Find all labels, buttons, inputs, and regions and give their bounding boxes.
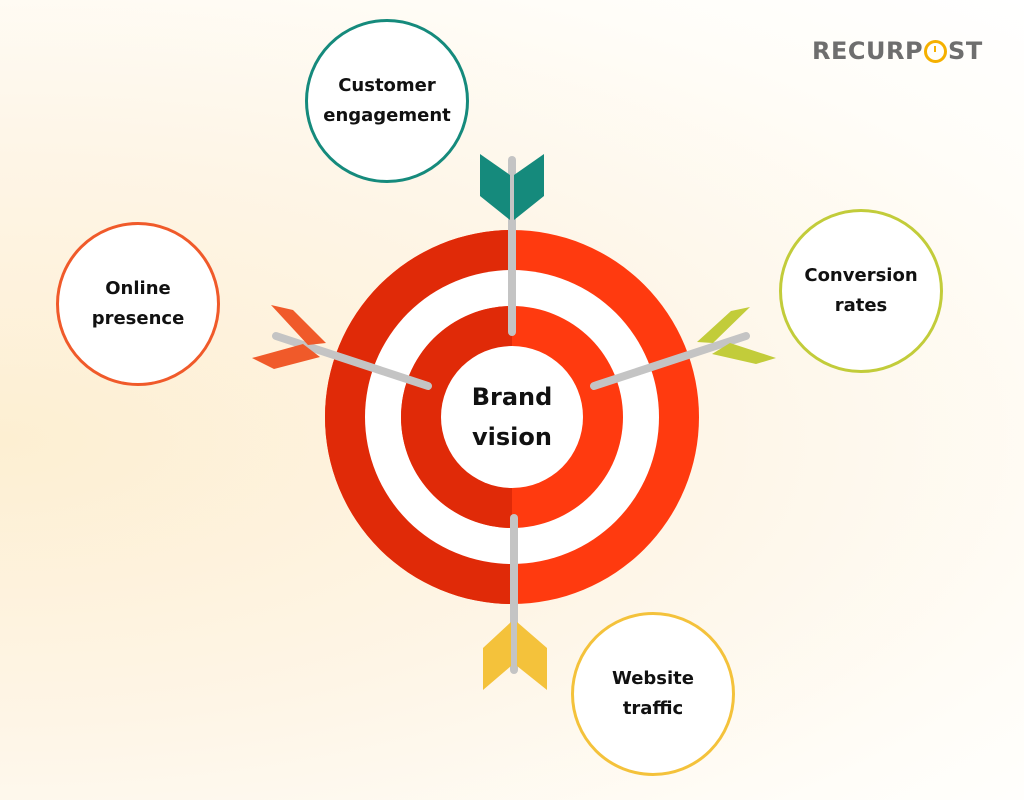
goal-online-presence-line2: presence: [91, 308, 185, 329]
recurpost-logo: RECURP ST: [812, 36, 983, 66]
target-icon: [325, 230, 699, 604]
goal-conversion-rates-line2: rates: [834, 295, 888, 316]
arrow-icon-conversion-rates: [590, 307, 776, 390]
center-label-line2: vision: [472, 423, 552, 451]
goal-website-traffic-line2: traffic: [622, 698, 684, 719]
center-label-line1: Brand: [471, 383, 553, 411]
goal-conversion-rates: Conversion rates: [779, 209, 943, 373]
logo-text-end: ST: [948, 37, 983, 65]
goal-customer-engagement: Customer engagement: [305, 19, 469, 183]
goal-customer-engagement-line1: Customer: [338, 75, 436, 96]
goal-customer-engagement-line2: engagement: [323, 105, 451, 126]
goal-online-presence: Online presence: [56, 222, 220, 386]
goal-conversion-rates-line1: Conversion: [804, 265, 918, 286]
clock-icon: [924, 39, 948, 63]
arrow-icon-customer-engagement: [480, 154, 544, 336]
arrow-icon-website-traffic: [483, 514, 547, 690]
goal-website-traffic: Website traffic: [571, 612, 735, 776]
center-label: Brand vision: [441, 352, 583, 482]
logo-text-start: RECURP: [812, 37, 924, 65]
goal-online-presence-line1: Online: [105, 278, 171, 299]
arrow-icon-online-presence: [252, 305, 432, 390]
target-bullseye: [441, 346, 583, 488]
goal-website-traffic-line1: Website: [611, 668, 694, 689]
